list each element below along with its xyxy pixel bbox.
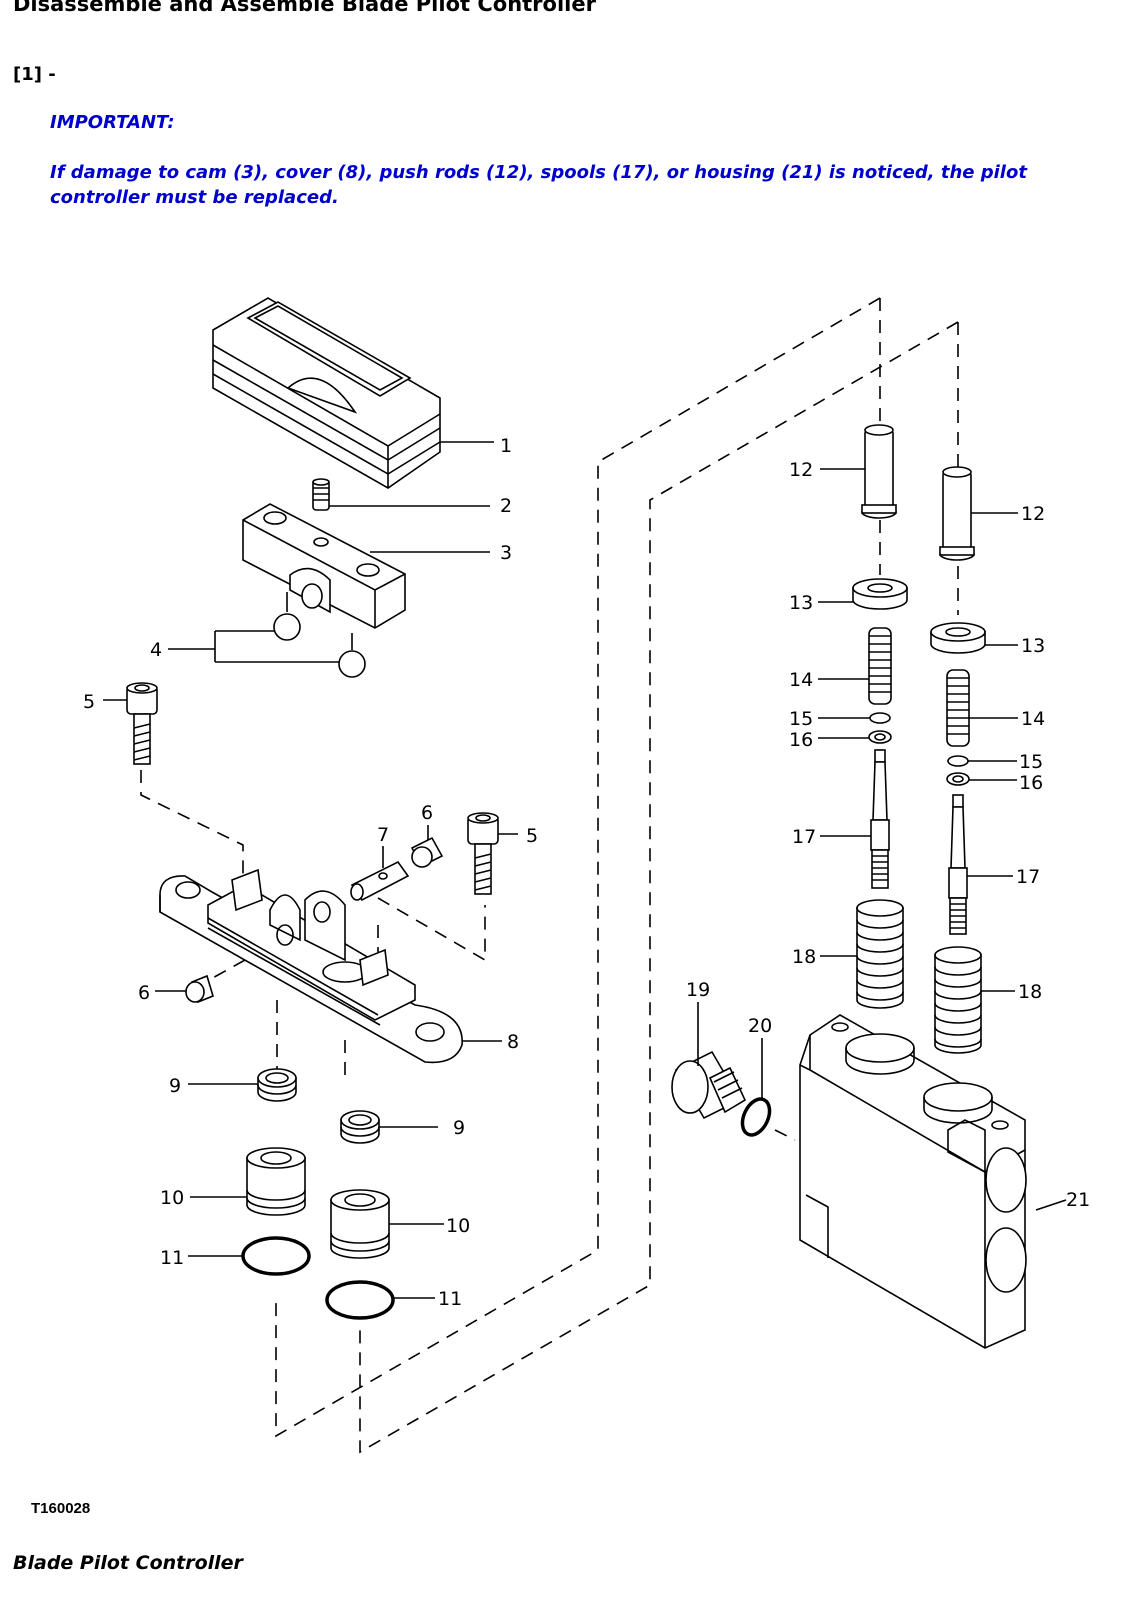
part-18-spring-right: [934, 946, 982, 1054]
part-15-16-washers-left: [868, 712, 892, 744]
part-15-16-washers-right: [946, 755, 970, 786]
callout-6-lower: 6: [138, 982, 150, 1004]
callout-12-left: 12: [789, 459, 813, 481]
leader-lines: [103, 441, 1067, 1299]
callout-20: 20: [748, 1015, 772, 1037]
part-21-housing: [799, 1014, 1027, 1349]
part-10-plug-right: [330, 1189, 390, 1259]
step-label: [1] -: [13, 64, 56, 85]
part-20-o-ring: [740, 1097, 772, 1137]
callout-18-right: 18: [1018, 981, 1042, 1003]
exploded-view-diagram: 1 2 3 4 5 5 6 6 7 8 9 9 10 10 11 11 12 1…: [83, 297, 1090, 1454]
part-12-push-rod-left: [861, 424, 897, 519]
callout-14-left: 14: [789, 669, 813, 691]
part-9-seal-right: [340, 1110, 380, 1144]
callout-9-left: 9: [169, 1075, 181, 1097]
callout-11-right: 11: [438, 1288, 462, 1310]
part-2-plug: [312, 478, 330, 511]
callout-5-right: 5: [526, 825, 538, 847]
part-12-push-rod-right: [939, 466, 975, 561]
part-14-spring-right: [946, 669, 970, 747]
part-4-balls: [273, 592, 366, 678]
part-1-boot: [212, 297, 441, 489]
part-7-pin: [350, 860, 410, 902]
callout-12-right: 12: [1021, 503, 1045, 525]
callout-13-right: 13: [1021, 635, 1045, 657]
callout-3: 3: [500, 542, 512, 564]
callout-13-left: 13: [789, 592, 813, 614]
callout-1: 1: [500, 435, 512, 457]
figure-caption: Blade Pilot Controller: [13, 1552, 243, 1574]
callout-16-left: 16: [789, 729, 813, 751]
part-13-washer-left: [852, 578, 908, 610]
important-text: If damage to cam (3), cover (8), push ro…: [50, 162, 1027, 208]
part-17-spool-right: [948, 794, 968, 935]
callout-14-right: 14: [1021, 708, 1045, 730]
callout-5-left: 5: [83, 691, 95, 713]
part-19-plug: [671, 1050, 747, 1120]
callout-10-left: 10: [160, 1187, 184, 1209]
callout-7: 7: [377, 824, 389, 846]
callout-21: 21: [1066, 1189, 1090, 1211]
callout-4: 4: [150, 639, 162, 661]
part-5-bolt-right: [467, 812, 499, 895]
callouts: 1 2 3 4 5 5 6 6 7 8 9 9 10 10 11 11 12 1…: [83, 435, 1090, 1310]
page-title: Disassemble and Assemble Blade Pilot Con…: [13, 0, 596, 16]
callout-11-left: 11: [160, 1247, 184, 1269]
figure-id: T160028: [31, 1500, 91, 1517]
callout-19: 19: [686, 979, 710, 1001]
part-5-bolt-left: [126, 682, 158, 765]
callout-8: 8: [507, 1031, 519, 1053]
part-8-cover: [159, 868, 463, 1064]
alignment-lines: [140, 297, 959, 1454]
part-13-washer-right: [930, 622, 986, 654]
callout-17-left: 17: [792, 826, 816, 848]
callout-15-right: 15: [1019, 751, 1043, 773]
part-17-spool-left: [870, 749, 890, 889]
callout-18-left: 18: [792, 946, 816, 968]
callout-16-right: 16: [1019, 772, 1043, 794]
part-6-bushing-upper: [410, 836, 444, 868]
callout-15-left: 15: [789, 708, 813, 730]
part-10-plug-left: [246, 1147, 306, 1216]
callout-17-right: 17: [1016, 866, 1040, 888]
part-18-spring-left: [856, 899, 904, 1009]
part-3-cam: [242, 503, 406, 629]
part-14-spring-left: [868, 627, 892, 705]
callout-9-right: 9: [453, 1117, 465, 1139]
part-6-bushing-lower: [185, 974, 214, 1004]
important-label: IMPORTANT:: [50, 112, 175, 133]
callout-10-right: 10: [446, 1215, 470, 1237]
part-9-seal-left: [257, 1068, 297, 1102]
callout-6-upper: 6: [421, 802, 433, 824]
callout-2: 2: [500, 495, 512, 517]
